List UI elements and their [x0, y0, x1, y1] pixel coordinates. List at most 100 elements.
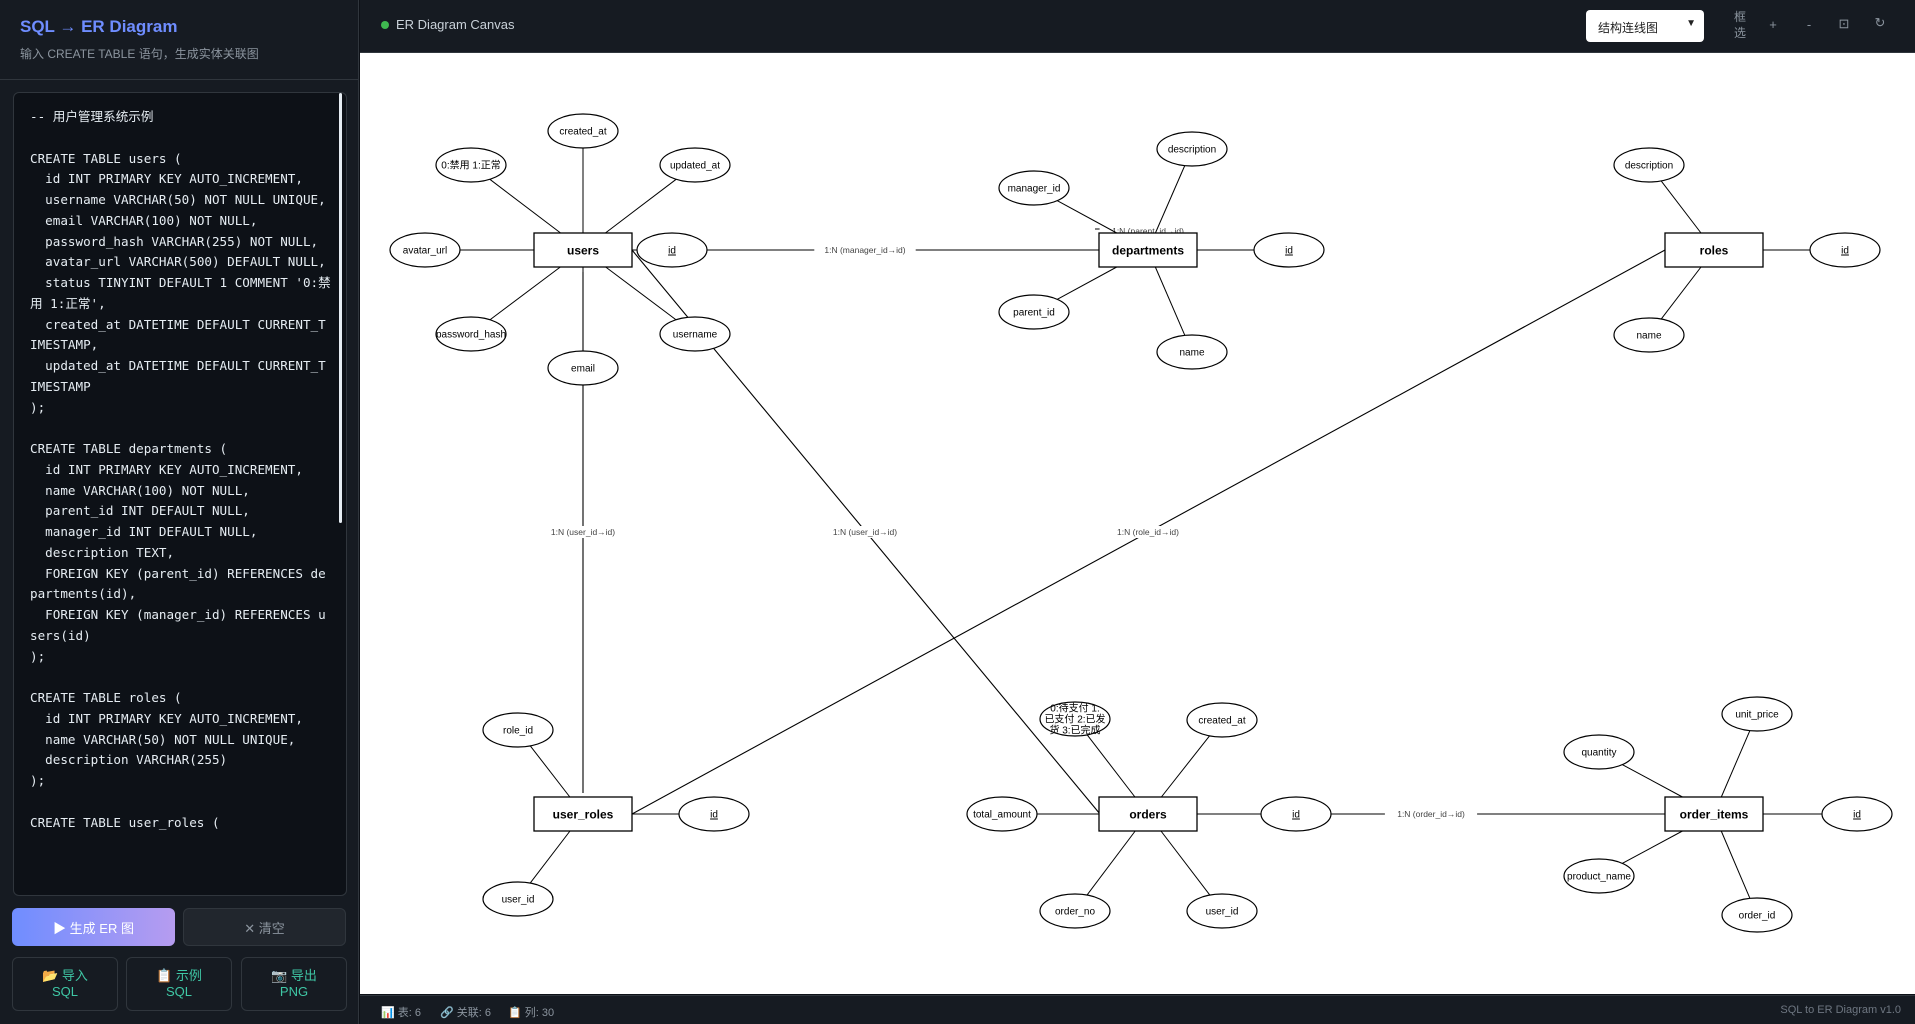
attribute-orders-order-no[interactable]: order_no [1039, 893, 1111, 929]
attribute-label: order_id [1739, 911, 1776, 922]
attribute-users-created-at[interactable]: created_at [547, 113, 619, 149]
entity-box[interactable] [533, 796, 633, 832]
attribute-orders-total-amount[interactable]: total_amount [966, 796, 1038, 832]
attribute-users-id[interactable]: id [636, 232, 708, 268]
attribute-shape[interactable] [1253, 232, 1325, 268]
attribute-shape[interactable] [435, 316, 507, 352]
attribute-shape[interactable] [1260, 796, 1332, 832]
er-canvas[interactable]: 1:N (manager_id→id)1:N (parent_id→id)1:N… [360, 53, 1915, 994]
entity-box[interactable] [533, 232, 633, 268]
attribute-label: total_amount [973, 810, 1031, 821]
attribute-orders-id[interactable]: id [1260, 796, 1332, 832]
attribute-users-0-1[interactable]: 0:禁用 1:正常 [435, 147, 507, 183]
editor-scrollbar[interactable] [339, 93, 342, 523]
attribute-users-username[interactable]: username [659, 316, 731, 352]
attribute-shape[interactable] [482, 712, 554, 748]
attribute-order-items-unit-price[interactable]: unit_price [1721, 696, 1793, 732]
entity-users[interactable]: id username email password_hash avatar_url 0:… [389, 113, 731, 386]
attribute-shape[interactable] [998, 170, 1070, 206]
entity-box[interactable] [1098, 232, 1198, 268]
attribute-users-password-hash[interactable]: password_hash [435, 316, 507, 352]
entity-box[interactable] [1098, 796, 1198, 832]
attribute-shape[interactable] [1039, 893, 1111, 929]
attribute-roles-name[interactable]: name [1613, 317, 1685, 353]
attribute-departments-id[interactable]: id [1253, 232, 1325, 268]
attribute-shape[interactable] [482, 881, 554, 917]
attribute-shape[interactable] [678, 796, 750, 832]
attribute-users-avatar-url[interactable]: avatar_url [389, 232, 461, 268]
attribute-order-items-quantity[interactable]: quantity [1563, 734, 1635, 770]
attribute-shape[interactable] [659, 147, 731, 183]
entity-departments[interactable]: idnameparent_idmanager_iddescriptiondepa… [998, 131, 1325, 370]
fit-view-button[interactable]: ⊡ [1838, 16, 1850, 31]
attribute-shape[interactable] [659, 316, 731, 352]
sidebar-header: SQL → ER Diagram 输入 CREATE TABLE 语句，生成实体… [0, 0, 358, 80]
sql-editor[interactable]: -- 用户管理系统示例 CREATE TABLE users ( id INT … [13, 92, 347, 896]
attribute-roles-description[interactable]: description [1613, 147, 1685, 183]
attribute-shape[interactable] [435, 147, 507, 183]
relationship-users-departments[interactable]: 1:N (manager_id→id) [632, 244, 1100, 256]
attribute-departments-description[interactable]: description [1156, 131, 1228, 167]
example-sql-button[interactable]: 📋 示例 SQL [126, 957, 232, 1011]
attribute-orders-0-1-2-3[interactable]: 0:待支付 1:已支付 2:已发货 3:已完成 [1039, 701, 1111, 737]
attribute-user-roles-role-id[interactable]: role_id [482, 712, 554, 748]
import-sql-button[interactable]: 📂 导入 SQL [12, 957, 118, 1011]
attribute-orders-user-id[interactable]: user_id [1186, 893, 1258, 929]
attribute-order-items-id[interactable]: id [1821, 796, 1893, 832]
attribute-shape[interactable] [636, 232, 708, 268]
attribute-shape[interactable] [1721, 696, 1793, 732]
layout-select[interactable]: 结构连线图 ▼ [1586, 10, 1704, 42]
attribute-label: 货 3:已完成 [1049, 724, 1100, 737]
attribute-departments-parent-id[interactable]: parent_id [998, 294, 1070, 330]
attribute-shape[interactable] [1186, 702, 1258, 738]
generate-er-button[interactable]: ▶ 生成 ER 图 [12, 908, 175, 946]
attribute-departments-name[interactable]: name [1156, 334, 1228, 370]
attribute-label: quantity [1581, 748, 1616, 759]
export-png-button[interactable]: 📷 导出 PNG [241, 957, 347, 1011]
attribute-shape[interactable] [547, 113, 619, 149]
attribute-shape[interactable] [1613, 147, 1685, 183]
attribute-shape[interactable] [1613, 317, 1685, 353]
attribute-shape[interactable] [1809, 232, 1881, 268]
attribute-user-roles-user-id[interactable]: user_id [482, 881, 554, 917]
attribute-label: description [1168, 145, 1216, 156]
attribute-shape[interactable] [966, 796, 1038, 832]
attribute-shape[interactable] [389, 232, 461, 268]
attribute-order-items-product-name[interactable]: product_name [1563, 858, 1635, 894]
attribute-users-email[interactable]: email [547, 350, 619, 386]
attribute-shape[interactable] [1039, 701, 1111, 737]
sql-editor-text[interactable]: -- 用户管理系统示例 CREATE TABLE users ( id INT … [30, 109, 331, 830]
attribute-shape[interactable] [1156, 334, 1228, 370]
attribute-shape[interactable] [998, 294, 1070, 330]
attribute-label: 已支付 2:已发 [1044, 713, 1105, 726]
attribute-shape[interactable] [1156, 131, 1228, 167]
entity-orders[interactable]: id order_no user_id total_amount 0:待支付 1:已支付… [966, 701, 1332, 929]
zoom-in-button[interactable]: + [1769, 17, 1777, 32]
attribute-label: id [1841, 246, 1849, 257]
clear-button[interactable]: ✕ 清空 [183, 908, 346, 946]
er-diagram[interactable]: 1:N (manager_id→id)1:N (parent_id→id)1:N… [360, 53, 1915, 994]
attribute-departments-manager-id[interactable]: manager_id [998, 170, 1070, 206]
reset-view-button[interactable]: ↻ [1874, 15, 1886, 30]
attribute-shape[interactable] [547, 350, 619, 386]
attribute-label: user_id [1206, 907, 1239, 918]
attribute-shape[interactable] [1563, 734, 1635, 770]
attribute-shape[interactable] [1821, 796, 1893, 832]
entity-box[interactable] [1664, 796, 1764, 832]
box-select-button[interactable]: 框 选 [1733, 10, 1746, 40]
zoom-out-button[interactable]: - [1806, 17, 1812, 32]
attribute-shape[interactable] [1721, 897, 1793, 933]
attribute-user-roles-id[interactable]: id [678, 796, 750, 832]
entity-order-items[interactable]: id order_id product_name quantity unit_price… [1563, 696, 1893, 933]
attribute-roles-id[interactable]: id [1809, 232, 1881, 268]
attribute-shape[interactable] [1186, 893, 1258, 929]
entity-box[interactable] [1664, 232, 1764, 268]
attribute-shape[interactable] [1563, 858, 1635, 894]
attribute-orders-created-at[interactable]: created_at [1186, 702, 1258, 738]
relationship-roles-user-roles[interactable]: 1:N (role_id→id) [631, 249, 1666, 815]
attribute-users-updated-at[interactable]: updated_at [659, 147, 731, 183]
attribute-order-items-order-id[interactable]: order_id [1721, 897, 1793, 933]
attribute-label: parent_id [1013, 308, 1055, 319]
